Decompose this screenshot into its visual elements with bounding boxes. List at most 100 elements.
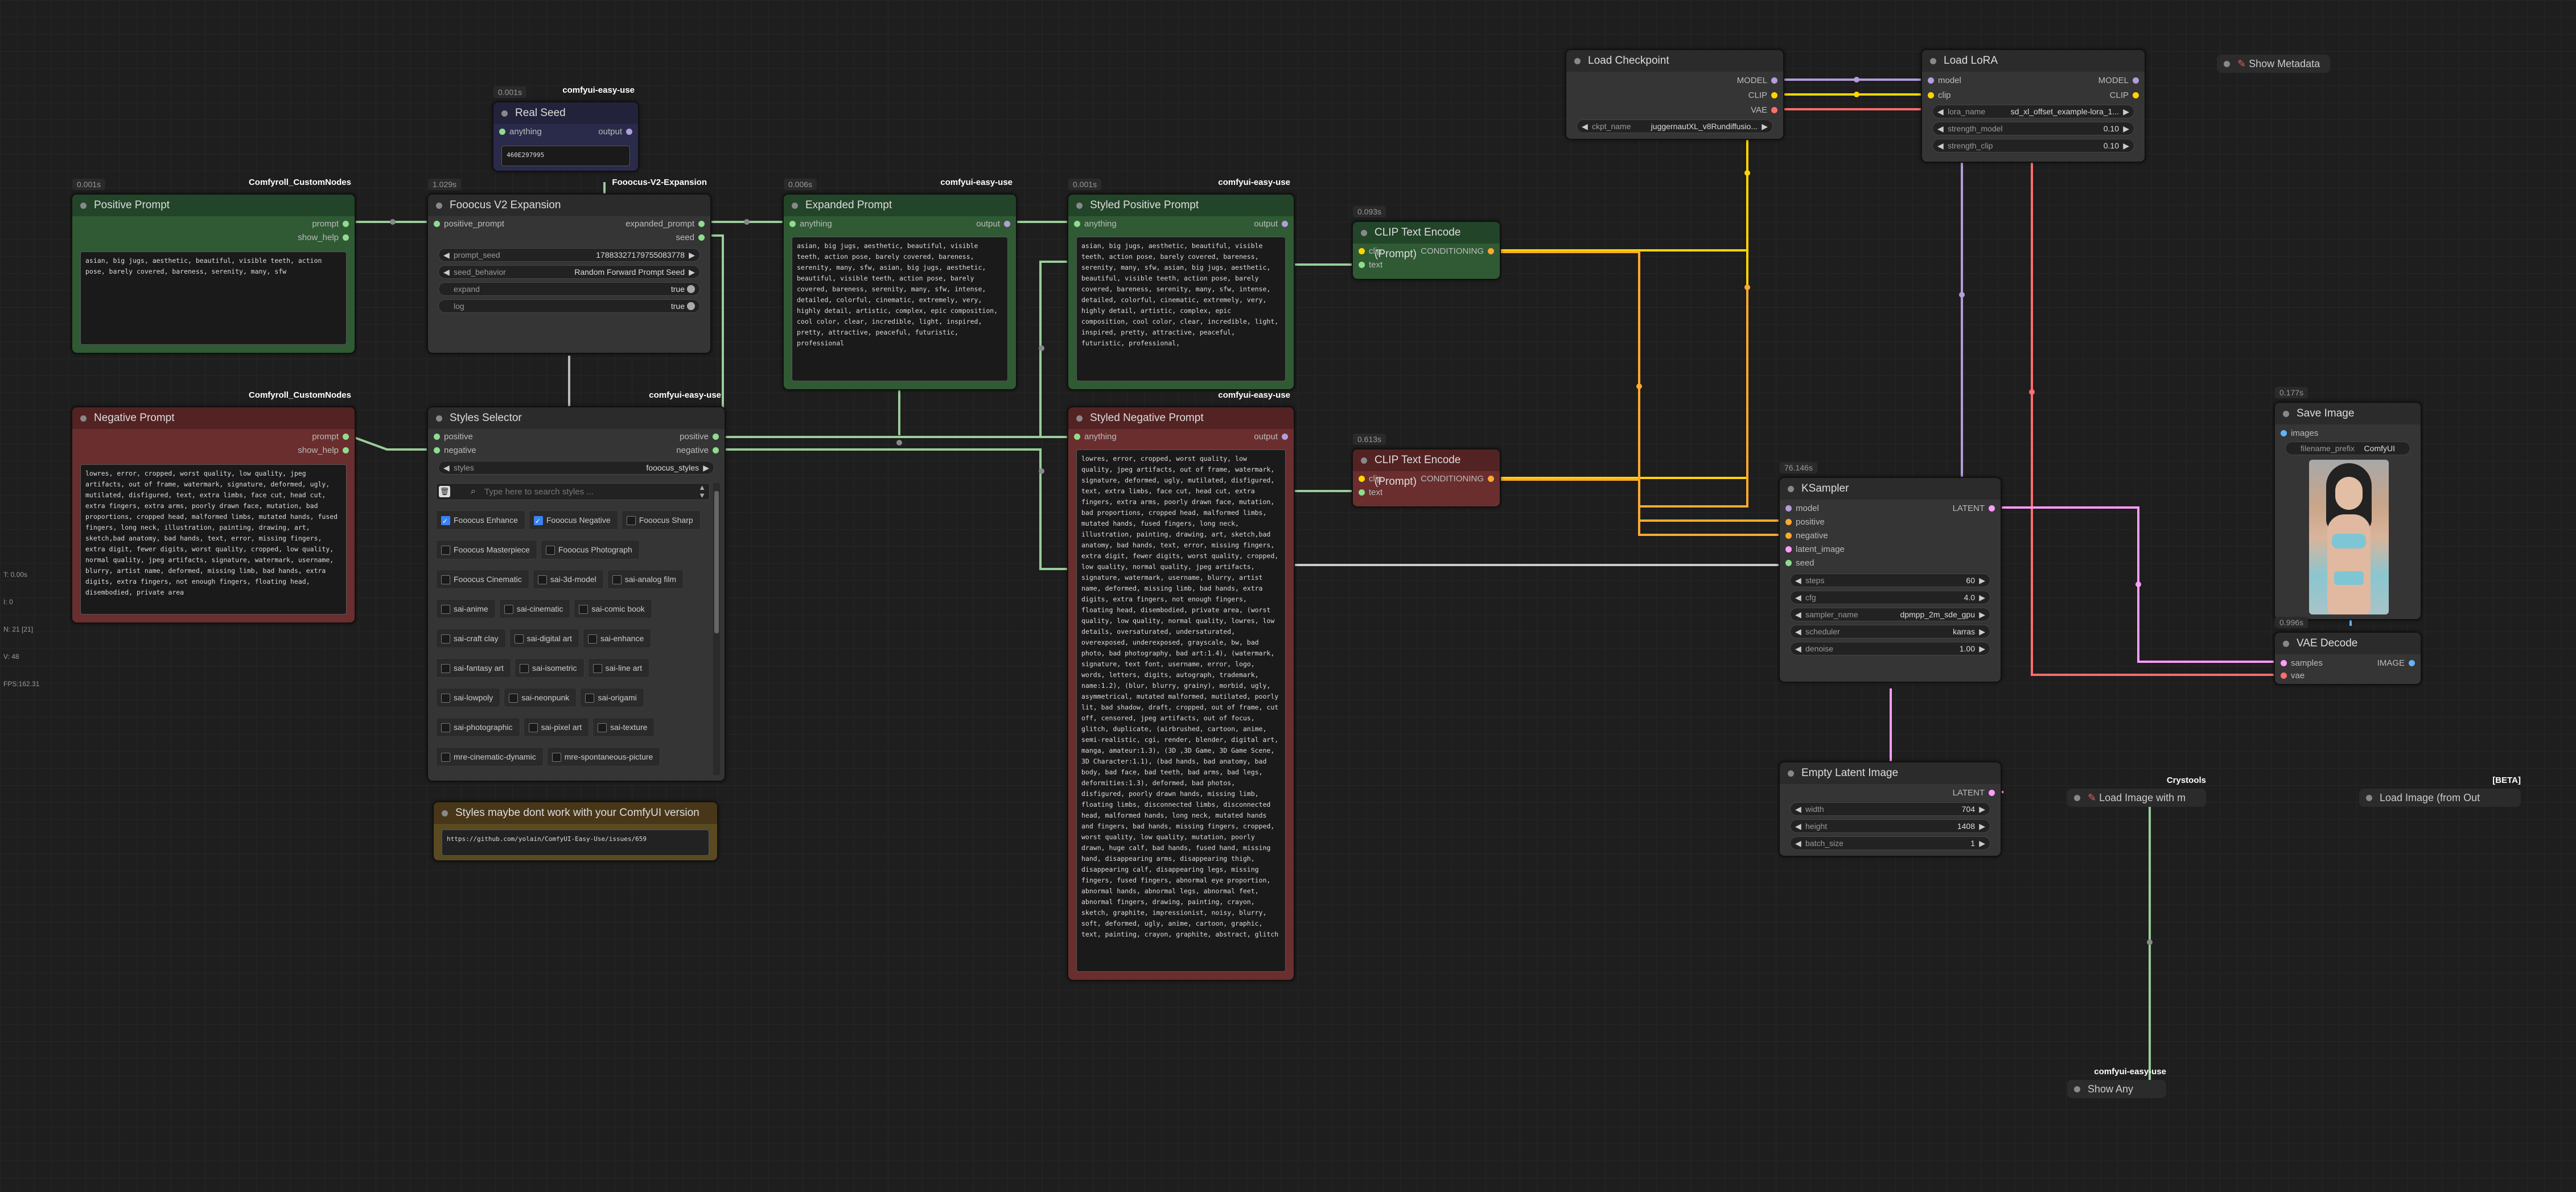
- output-slot-conditioning[interactable]: CONDITIONING: [1421, 246, 1494, 257]
- increment-icon[interactable]: ▶: [1979, 822, 1985, 831]
- checkbox-icon[interactable]: [514, 634, 524, 644]
- decrement-icon[interactable]: ◀: [1795, 593, 1801, 602]
- node-title[interactable]: Empty Latent Image: [1780, 762, 2001, 784]
- collapse-dot-icon[interactable]: [1574, 58, 1581, 64]
- input-slot-anything[interactable]: anything: [1074, 218, 1117, 230]
- prompt-textarea[interactable]: lowres, error, cropped, worst quality, l…: [80, 464, 347, 614]
- node-title[interactable]: Styles maybe dont work with your ComfyUI…: [434, 802, 717, 824]
- vae-decode-node[interactable]: 0.996s VAE Decode samples vae IMAGE: [2274, 617, 2422, 685]
- input-slot-negative[interactable]: negative: [434, 445, 476, 456]
- checkbox-icon[interactable]: [592, 664, 602, 673]
- load-lora-node[interactable]: Load LoRA model clip MODEL CLIP ◀lora_na…: [1921, 49, 2146, 163]
- increment-icon[interactable]: ▶: [1762, 122, 1768, 131]
- decrement-icon[interactable]: ◀: [1795, 610, 1801, 619]
- increment-icon[interactable]: ▶: [1979, 805, 1985, 814]
- checkbox-icon[interactable]: [626, 516, 636, 525]
- collapse-dot-icon[interactable]: [1361, 230, 1367, 236]
- collapse-dot-icon[interactable]: [80, 203, 87, 209]
- checkbox-icon[interactable]: [585, 694, 595, 703]
- checkbox-icon[interactable]: [504, 605, 513, 614]
- style-chip[interactable]: sai-lowpoly: [436, 688, 501, 707]
- style-chip[interactable]: sai-anime: [436, 599, 496, 618]
- collapse-dot-icon[interactable]: [1076, 415, 1083, 422]
- checkbox-icon[interactable]: [441, 723, 450, 732]
- output-slot-image[interactable]: IMAGE: [2377, 658, 2415, 669]
- output-slot-latent[interactable]: LATENT: [1953, 503, 1995, 514]
- checkbox-icon[interactable]: [441, 546, 450, 555]
- node-title[interactable]: Positive Prompt: [72, 195, 355, 216]
- increment-icon[interactable]: ▶: [2123, 141, 2129, 150]
- node-title[interactable]: Save Image: [2275, 403, 2421, 424]
- output-slot-show-help[interactable]: show_help: [298, 232, 349, 244]
- style-chip[interactable]: Fooocus Sharp: [621, 510, 701, 530]
- output-slot-model[interactable]: MODEL: [2098, 75, 2139, 86]
- trash-icon[interactable]: 🗑: [439, 486, 450, 497]
- increment-icon[interactable]: ▶: [1979, 839, 1985, 848]
- checkbox-icon[interactable]: [441, 634, 450, 644]
- collapse-dot-icon[interactable]: [2224, 61, 2230, 67]
- node-title[interactable]: CLIP Text Encode (Prompt): [1353, 449, 1500, 488]
- decrement-icon[interactable]: ◀: [443, 250, 450, 259]
- node-title[interactable]: Negative Prompt: [72, 407, 355, 429]
- decrement-icon[interactable]: ◀: [443, 267, 450, 277]
- node-title[interactable]: CLIP Text Encode (Prompt): [1353, 222, 1500, 260]
- checkbox-icon[interactable]: [552, 753, 561, 762]
- decrement-icon[interactable]: ◀: [1582, 122, 1588, 131]
- checkbox-icon[interactable]: [441, 753, 450, 762]
- output-slot-negative[interactable]: negative: [676, 445, 719, 456]
- decrement-icon[interactable]: ◀: [1795, 839, 1801, 848]
- output-slot[interactable]: output: [598, 126, 632, 138]
- increment-icon[interactable]: ▶: [1979, 627, 1985, 636]
- input-slot-positive[interactable]: positive: [434, 431, 473, 443]
- styles-selector-node[interactable]: comfyui-easy-use Styles Selector positiv…: [427, 390, 726, 782]
- collapse-dot-icon[interactable]: [501, 110, 508, 117]
- collapse-dot-icon[interactable]: [792, 203, 798, 209]
- decrement-icon[interactable]: ◀: [1795, 822, 1801, 831]
- input-slot-latent-image[interactable]: latent_image: [1785, 544, 1845, 555]
- collapse-dot-icon[interactable]: [442, 810, 448, 816]
- style-chip[interactable]: mre-cinematic-dynamic: [436, 747, 544, 766]
- style-chip[interactable]: sai-line art: [587, 658, 650, 678]
- save-image-node[interactable]: 0.177s Save Image images filename_prefix…: [2274, 387, 2422, 620]
- collapse-dot-icon[interactable]: [1788, 486, 1794, 492]
- decrement-icon[interactable]: ◀: [1795, 805, 1801, 814]
- note-text[interactable]: https://github.com/yolain/ComfyUI-Easy-U…: [442, 830, 709, 856]
- increment-icon[interactable]: ▶: [2123, 124, 2129, 133]
- input-slot-seed[interactable]: seed: [1785, 558, 1814, 569]
- node-title[interactable]: Load Checkpoint: [1566, 50, 1783, 72]
- collapse-dot-icon[interactable]: [2283, 411, 2289, 417]
- style-chip[interactable]: Fooocus Photograph: [540, 540, 640, 559]
- decrement-icon[interactable]: ◀: [1795, 627, 1801, 636]
- generated-image-preview[interactable]: [2309, 460, 2389, 614]
- style-chip[interactable]: mre-spontaneous-picture: [546, 747, 661, 766]
- style-chip[interactable]: sai-analog film: [607, 570, 684, 589]
- style-chip[interactable]: sai-digital art: [509, 629, 579, 648]
- style-chip[interactable]: sai-craft clay: [436, 629, 506, 648]
- increment-icon[interactable]: ▶: [1979, 610, 1985, 619]
- checkbox-icon[interactable]: [528, 723, 538, 732]
- output-slot-expanded-prompt[interactable]: expanded_prompt: [626, 218, 705, 230]
- output-slot-latent[interactable]: LATENT: [1953, 787, 1995, 799]
- input-slot-positive[interactable]: positive: [1785, 517, 1825, 528]
- decrement-icon[interactable]: ◀: [1795, 644, 1801, 653]
- checkbox-icon[interactable]: [545, 546, 555, 555]
- collapse-dot-icon[interactable]: [2074, 795, 2080, 801]
- style-chip[interactable]: sai-photographic: [436, 717, 520, 737]
- style-chip[interactable]: sai-cinematic: [499, 599, 571, 618]
- style-chip[interactable]: sai-neonpunk: [504, 688, 577, 707]
- increment-icon[interactable]: ▶: [689, 250, 695, 259]
- input-slot-anything[interactable]: anything: [789, 218, 832, 230]
- checkbox-icon[interactable]: [579, 605, 589, 614]
- styled-positive-text[interactable]: asian, big jugs, aesthetic, beautiful, v…: [1076, 237, 1286, 381]
- search-input[interactable]: Type here to search styles ...: [484, 487, 594, 497]
- input-slot-positive-prompt[interactable]: positive_prompt: [434, 218, 504, 230]
- output-slot-prompt[interactable]: prompt: [312, 431, 349, 443]
